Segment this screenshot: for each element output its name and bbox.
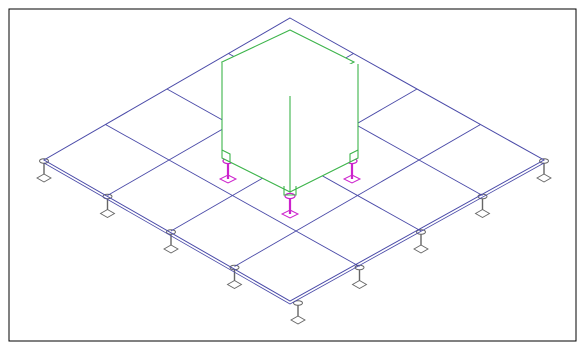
floor-grid-line bbox=[234, 124, 481, 267]
cabinet-plinth-left bbox=[221, 149, 231, 162]
floor-outline bbox=[42, 17, 546, 302]
pedestal-head bbox=[39, 158, 49, 164]
pedestal-base bbox=[163, 244, 179, 254]
cabinet-plinth-front bbox=[283, 186, 297, 196]
support-pad bbox=[280, 209, 300, 219]
pedestal-head bbox=[293, 300, 303, 306]
frame-border bbox=[8, 8, 577, 342]
pedestal-head bbox=[229, 264, 240, 271]
pedestal-base bbox=[99, 208, 116, 219]
pedestal-base bbox=[351, 279, 368, 290]
pedestal-base bbox=[226, 279, 243, 290]
pedestal-base bbox=[474, 208, 491, 219]
cabinet-plinth-right bbox=[349, 149, 359, 162]
pedestal-head bbox=[416, 229, 426, 235]
pedestal-base bbox=[536, 173, 552, 183]
floor-edge-thickness bbox=[43, 162, 545, 305]
support-pad bbox=[218, 174, 238, 184]
support-pad bbox=[342, 174, 362, 184]
pedestal-head bbox=[477, 193, 488, 200]
pedestal-base bbox=[413, 244, 429, 254]
support-head bbox=[284, 192, 296, 200]
pedestal-base bbox=[36, 173, 52, 183]
pedestal-head bbox=[166, 229, 176, 235]
pedestal-head bbox=[539, 158, 549, 164]
floor-grid-line bbox=[105, 124, 360, 267]
pedestal-base bbox=[290, 315, 306, 325]
